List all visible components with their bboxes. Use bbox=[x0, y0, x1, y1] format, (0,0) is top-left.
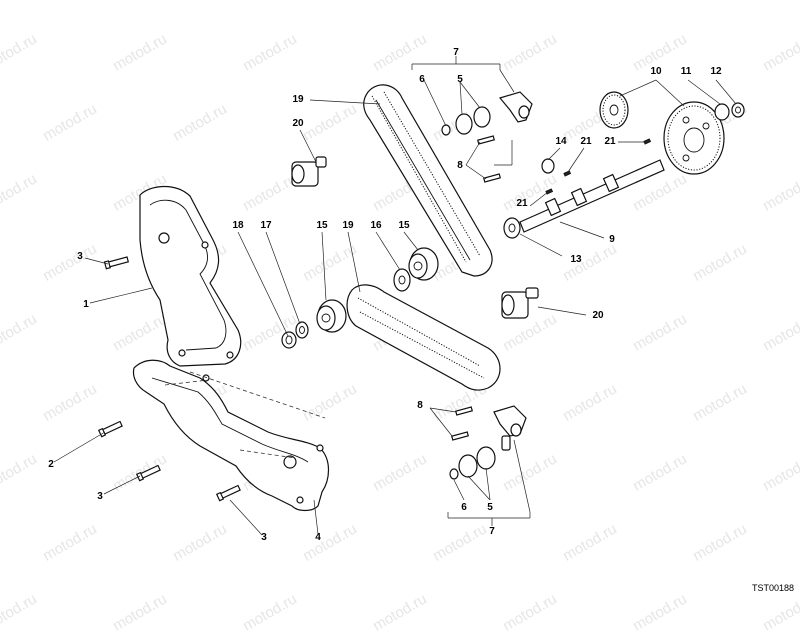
callout-7-upper: 7 bbox=[453, 47, 459, 58]
bolt-lower-2 bbox=[135, 464, 161, 482]
callout-16: 16 bbox=[370, 220, 382, 231]
callout-1: 1 bbox=[83, 299, 89, 310]
callout-21-c: 21 bbox=[516, 198, 528, 209]
upper-tensioner-assembly bbox=[441, 91, 533, 183]
key-21 bbox=[545, 138, 652, 195]
callout-20-lower: 20 bbox=[592, 310, 604, 321]
upper-belt-cover bbox=[139, 185, 242, 367]
callout-10: 10 bbox=[650, 66, 662, 77]
cam-pulley-10 bbox=[663, 101, 725, 175]
seal-14 bbox=[541, 158, 555, 174]
idler-pulley-left bbox=[316, 299, 347, 333]
nut-18 bbox=[281, 331, 297, 349]
washer-11 bbox=[714, 103, 730, 121]
callout-9: 9 bbox=[609, 234, 615, 245]
callout-11: 11 bbox=[680, 66, 692, 77]
callout-8-upper: 8 bbox=[457, 160, 463, 171]
upper-timing-belt bbox=[363, 84, 493, 277]
callout-5-lower: 5 bbox=[487, 502, 493, 513]
tensioner-roller-lower bbox=[501, 287, 539, 319]
tensioner-roller-upper bbox=[291, 156, 327, 187]
callout-17: 17 bbox=[260, 220, 272, 231]
callout-12: 12 bbox=[710, 66, 722, 77]
washer-13 bbox=[503, 217, 521, 239]
parts-drawing bbox=[53, 56, 745, 536]
washer-17 bbox=[295, 321, 309, 339]
drive-gear bbox=[599, 91, 629, 129]
washer-16 bbox=[393, 268, 411, 292]
callout-13: 13 bbox=[570, 254, 582, 265]
nut-12 bbox=[731, 102, 745, 118]
lower-tensioner-assembly bbox=[449, 405, 527, 480]
bolt-lower-1 bbox=[97, 420, 123, 438]
drawing-code: TST00188 bbox=[751, 583, 794, 593]
callout-3-lower: 3 bbox=[261, 532, 267, 543]
callout-6-lower: 6 bbox=[461, 502, 467, 513]
callout-21-b: 21 bbox=[604, 136, 616, 147]
bolt-lower-3 bbox=[215, 484, 241, 502]
callout-15-right: 15 bbox=[398, 220, 410, 231]
callout-18: 18 bbox=[232, 220, 244, 231]
lower-timing-belt bbox=[346, 284, 501, 391]
callout-7-lower: 7 bbox=[489, 526, 495, 537]
camshaft bbox=[519, 159, 665, 233]
bolt-upper-cover bbox=[103, 256, 130, 270]
callout-19-upper: 19 bbox=[292, 94, 304, 105]
leader-lines bbox=[53, 56, 737, 536]
callout-5-upper: 5 bbox=[457, 74, 463, 85]
callout-19-lower: 19 bbox=[342, 220, 354, 231]
callout-4: 4 bbox=[315, 532, 321, 543]
callout-3-upper: 3 bbox=[77, 251, 83, 262]
lower-belt-cover bbox=[132, 359, 330, 512]
callout-15-left: 15 bbox=[316, 220, 328, 231]
callout-20-upper: 20 bbox=[292, 118, 304, 129]
callout-6-upper: 6 bbox=[419, 74, 425, 85]
callout-3-lower-left: 3 bbox=[97, 491, 103, 502]
idler-pulley-right bbox=[408, 247, 439, 281]
callout-8-lower: 8 bbox=[417, 400, 423, 411]
callout-14: 14 bbox=[555, 136, 567, 147]
callout-2: 2 bbox=[48, 459, 54, 470]
callout-21-a: 21 bbox=[580, 136, 592, 147]
